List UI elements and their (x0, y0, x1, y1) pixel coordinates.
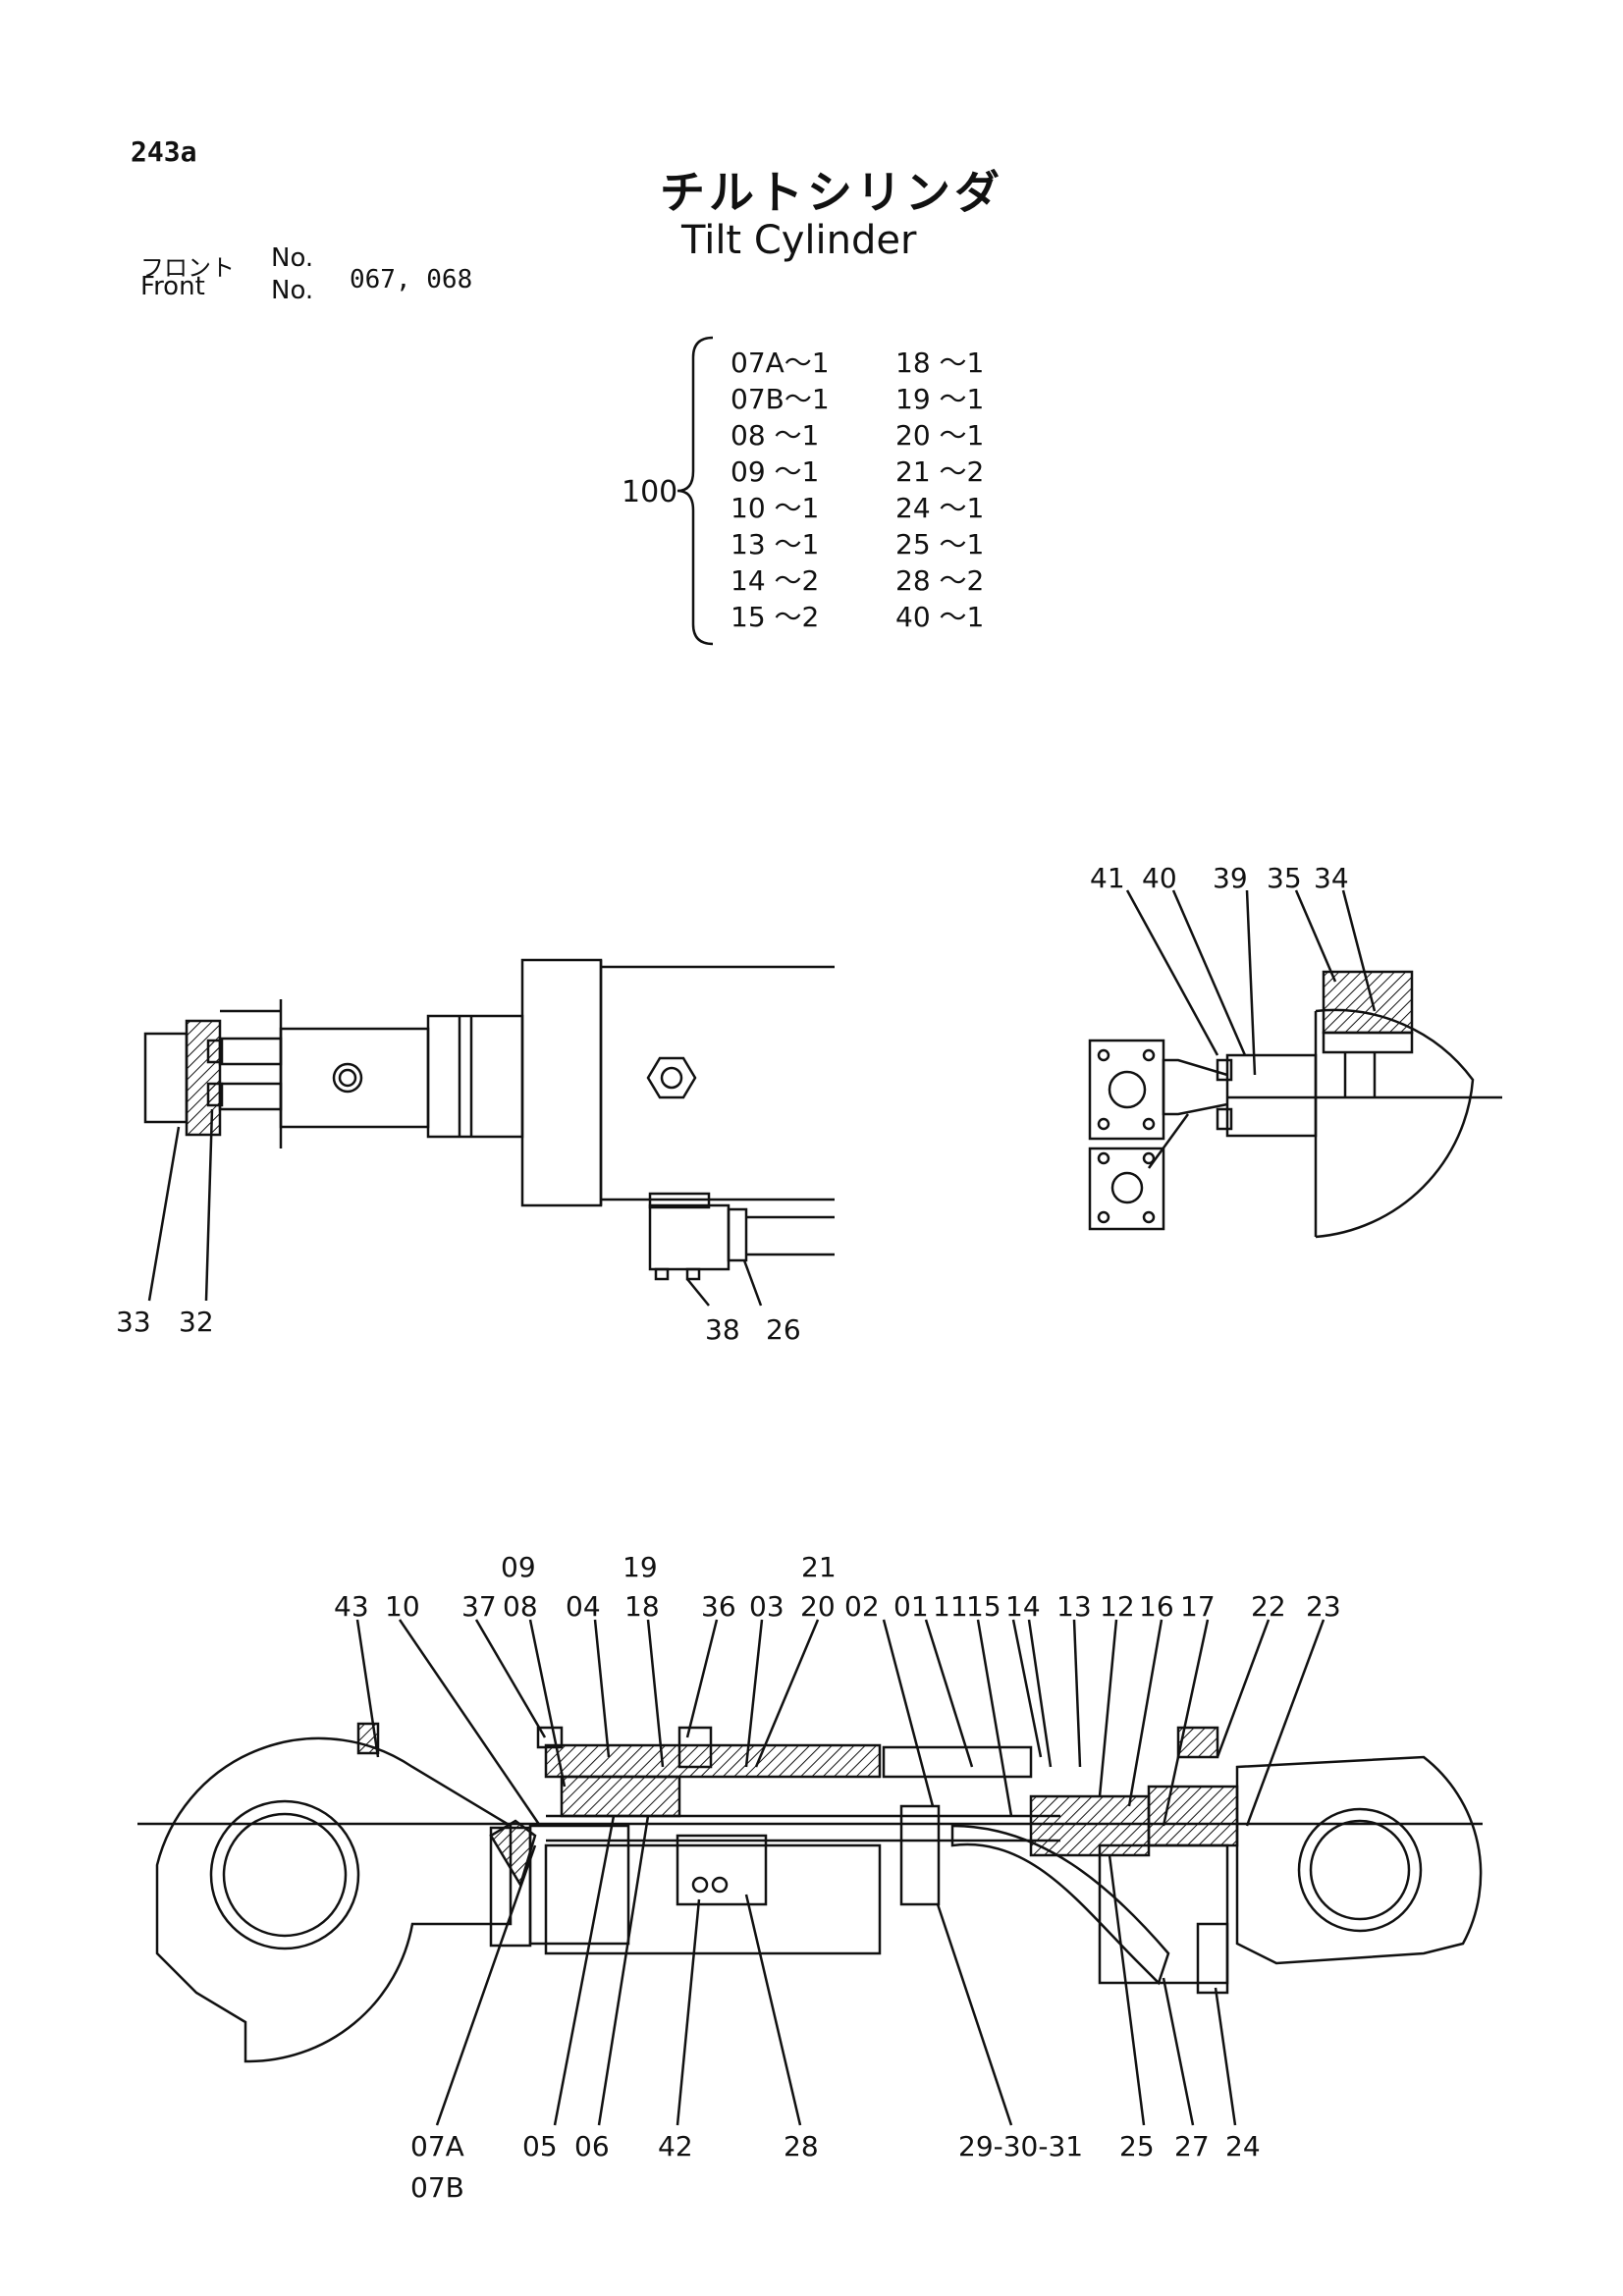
callout-17: 17 (1180, 1590, 1216, 1623)
callout-32: 32 (179, 1306, 214, 1338)
callout-23: 23 (1306, 1590, 1341, 1623)
page-number: 243a (131, 135, 197, 168)
front-no-label-2: No. (271, 276, 314, 305)
callout-42: 42 (658, 2130, 693, 2163)
front-label-japanese: フロント (140, 254, 235, 282)
callout-09: 09 (501, 1551, 536, 1583)
callout-25: 25 (1119, 2130, 1155, 2163)
callout-08: 08 (503, 1590, 538, 1623)
callout-03: 03 (749, 1590, 784, 1623)
kit-item: 09 ～1 (730, 455, 820, 488)
callout-15: 15 (966, 1590, 1001, 1623)
kit-brace (676, 336, 714, 646)
front-no-label-1: No. (271, 243, 314, 273)
callout-12: 12 (1100, 1590, 1135, 1623)
callout-06: 06 (574, 2130, 610, 2163)
partial-view-port (1088, 889, 1502, 1239)
callout-28: 28 (784, 2130, 819, 2163)
callout-14: 14 (1005, 1590, 1041, 1623)
callout-33: 33 (116, 1306, 151, 1338)
callout-19: 19 (622, 1551, 658, 1583)
kit-item: 13 ～1 (730, 528, 820, 561)
kit-item: 14 ～2 (730, 564, 820, 597)
callout-34: 34 (1314, 862, 1349, 894)
kit-item: 19 ～1 (895, 383, 985, 415)
callout-41: 41 (1090, 862, 1125, 894)
kit-item: 10 ～1 (730, 492, 820, 524)
callout-43: 43 (334, 1590, 369, 1623)
callout-21: 21 (801, 1551, 837, 1583)
kit-item: 20 ～1 (895, 419, 985, 452)
callout-02: 02 (844, 1590, 880, 1623)
title-english: Tilt Cylinder (681, 218, 917, 263)
callout-36: 36 (701, 1590, 736, 1623)
callout-16: 16 (1139, 1590, 1174, 1623)
callout-18: 18 (624, 1590, 660, 1623)
callout-07A: 07A (410, 2130, 464, 2163)
kit-item: 18 ～1 (895, 347, 985, 379)
callout-01: 01 (893, 1590, 929, 1623)
callout-24: 24 (1225, 2130, 1261, 2163)
callout-39: 39 (1213, 862, 1248, 894)
title-japanese: チルトシリンダ (660, 166, 1003, 219)
callout-27: 27 (1174, 2130, 1210, 2163)
callout-13: 13 (1056, 1590, 1092, 1623)
callout-07B: 07B (410, 2171, 464, 2204)
callout-22: 22 (1251, 1590, 1286, 1623)
callout-10: 10 (385, 1590, 420, 1623)
callout-20: 20 (800, 1590, 836, 1623)
kit-item: 40 ～1 (895, 601, 985, 633)
front-numbers: 067, 068 (350, 265, 473, 294)
callout-26: 26 (766, 1313, 801, 1346)
front-label-english: Front (140, 272, 205, 301)
kit-item: 07B～1 (730, 383, 830, 415)
callout-05: 05 (522, 2130, 558, 2163)
kit-item: 07A～1 (730, 347, 830, 379)
callout-29-30-31: 29-30-31 (958, 2130, 1084, 2163)
callout-40: 40 (1142, 862, 1177, 894)
kit-label: 100 (622, 475, 678, 509)
partial-view-rod-end (143, 958, 835, 1307)
kit-item: 24 ～1 (895, 492, 985, 524)
kit-item: 28 ～2 (895, 564, 985, 597)
kit-item: 08 ～1 (730, 419, 820, 452)
main-view-cylinder (137, 1722, 1483, 2063)
callout-35: 35 (1267, 862, 1302, 894)
callout-04: 04 (566, 1590, 601, 1623)
callout-11: 11 (933, 1590, 968, 1623)
kit-item: 25 ～1 (895, 528, 985, 561)
kit-item: 15 ～2 (730, 601, 820, 633)
callout-38: 38 (705, 1313, 740, 1346)
callout-37: 37 (461, 1590, 497, 1623)
kit-item: 21 ～2 (895, 455, 985, 488)
